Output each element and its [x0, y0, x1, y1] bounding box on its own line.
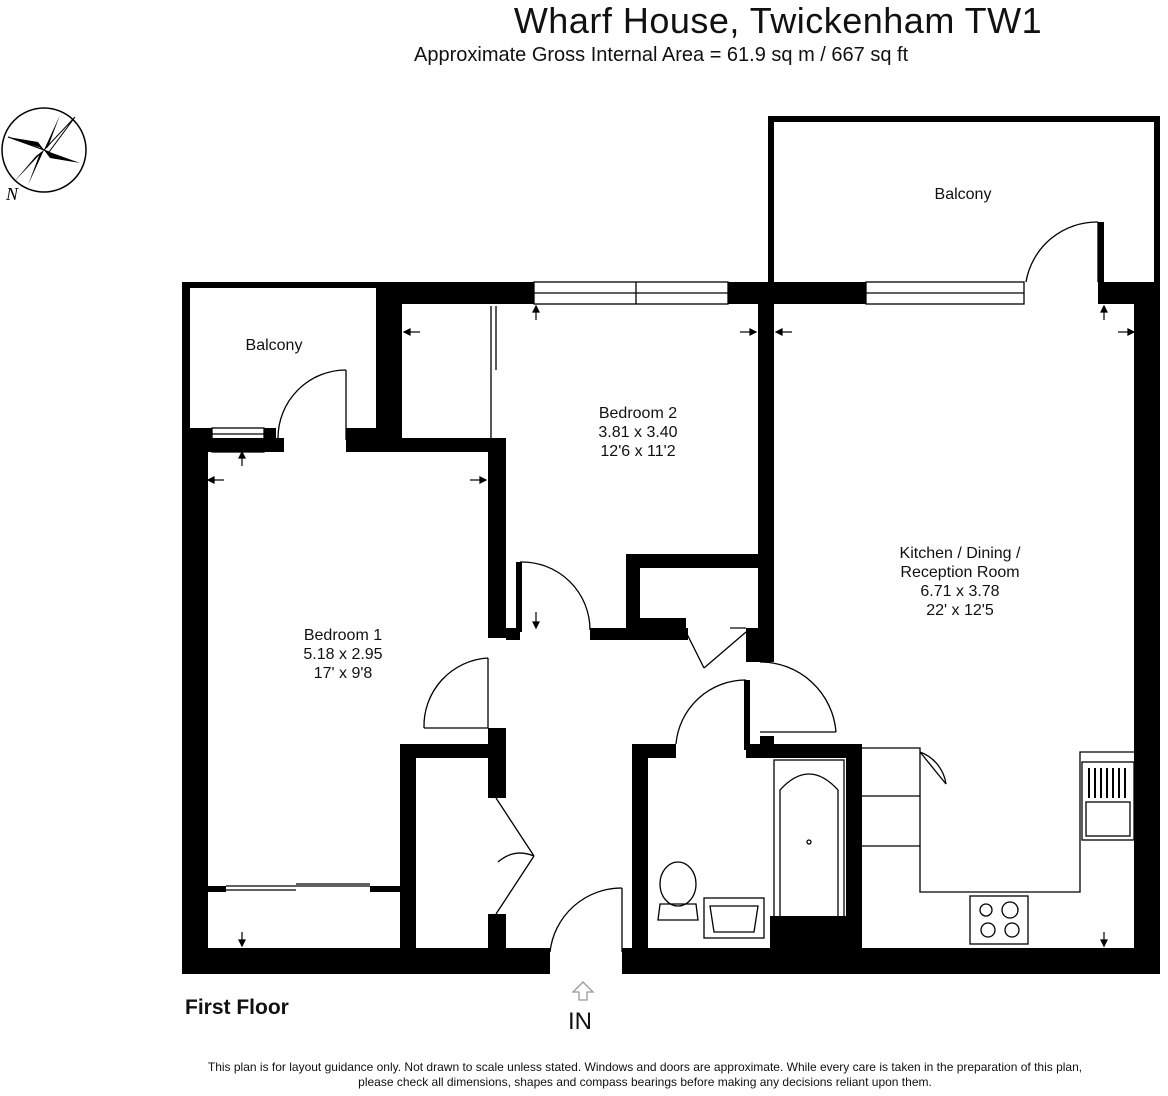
- kitchen-label: Kitchen / Dining / Reception Room 6.71 x…: [880, 544, 1040, 620]
- bedroom2-label: Bedroom 2 3.81 x 3.40 12'6 x 11'2: [568, 404, 708, 461]
- walls: [182, 116, 1160, 974]
- compass-icon: [1, 107, 87, 193]
- doors: [226, 221, 1136, 953]
- bedroom2-name: Bedroom 2: [598, 405, 678, 422]
- bedroom1-imperial: 17' x 9'8: [313, 665, 373, 682]
- bedroom2-metric: 3.81 x 3.40: [598, 424, 678, 441]
- windows: [211, 281, 1025, 453]
- bedroom1-label: Bedroom 1 5.18 x 2.95 17' x 9'8: [273, 626, 413, 683]
- floor-label: First Floor: [185, 996, 289, 1019]
- kitchen-imperial: 22' x 12'5: [926, 602, 994, 619]
- dimension-markers: [206, 304, 1136, 948]
- compass-north-label: N: [5, 184, 19, 204]
- balcony-left-label: Balcony: [245, 337, 303, 354]
- bedroom1-metric: 5.18 x 2.95: [303, 646, 383, 663]
- bedroom2-imperial: 12'6 x 11'2: [600, 443, 676, 460]
- balcony-right-label: Balcony: [934, 186, 992, 203]
- kitchen-metric: 6.71 x 3.78: [920, 583, 1000, 600]
- plan-title: Wharf House, Twickenham TW1: [513, 0, 1043, 41]
- entrance-label: IN: [568, 1008, 592, 1035]
- area-subtitle: Approximate Gross Internal Area = 61.9 s…: [414, 44, 909, 66]
- sink-grill: [1088, 768, 1126, 798]
- entrance-arrow-icon: [571, 981, 595, 1001]
- disclaimer-line2: please check all dimensions, shapes and …: [358, 1075, 932, 1089]
- disclaimer-line1: This plan is for layout guidance only. N…: [207, 1060, 1083, 1074]
- disclaimer: This plan is for layout guidance only. N…: [180, 1060, 1110, 1090]
- kitchen-name-line1: Kitchen / Dining /: [899, 545, 1021, 562]
- kitchen-name-line2: Reception Room: [900, 564, 1020, 581]
- bedroom1-name: Bedroom 1: [303, 627, 383, 644]
